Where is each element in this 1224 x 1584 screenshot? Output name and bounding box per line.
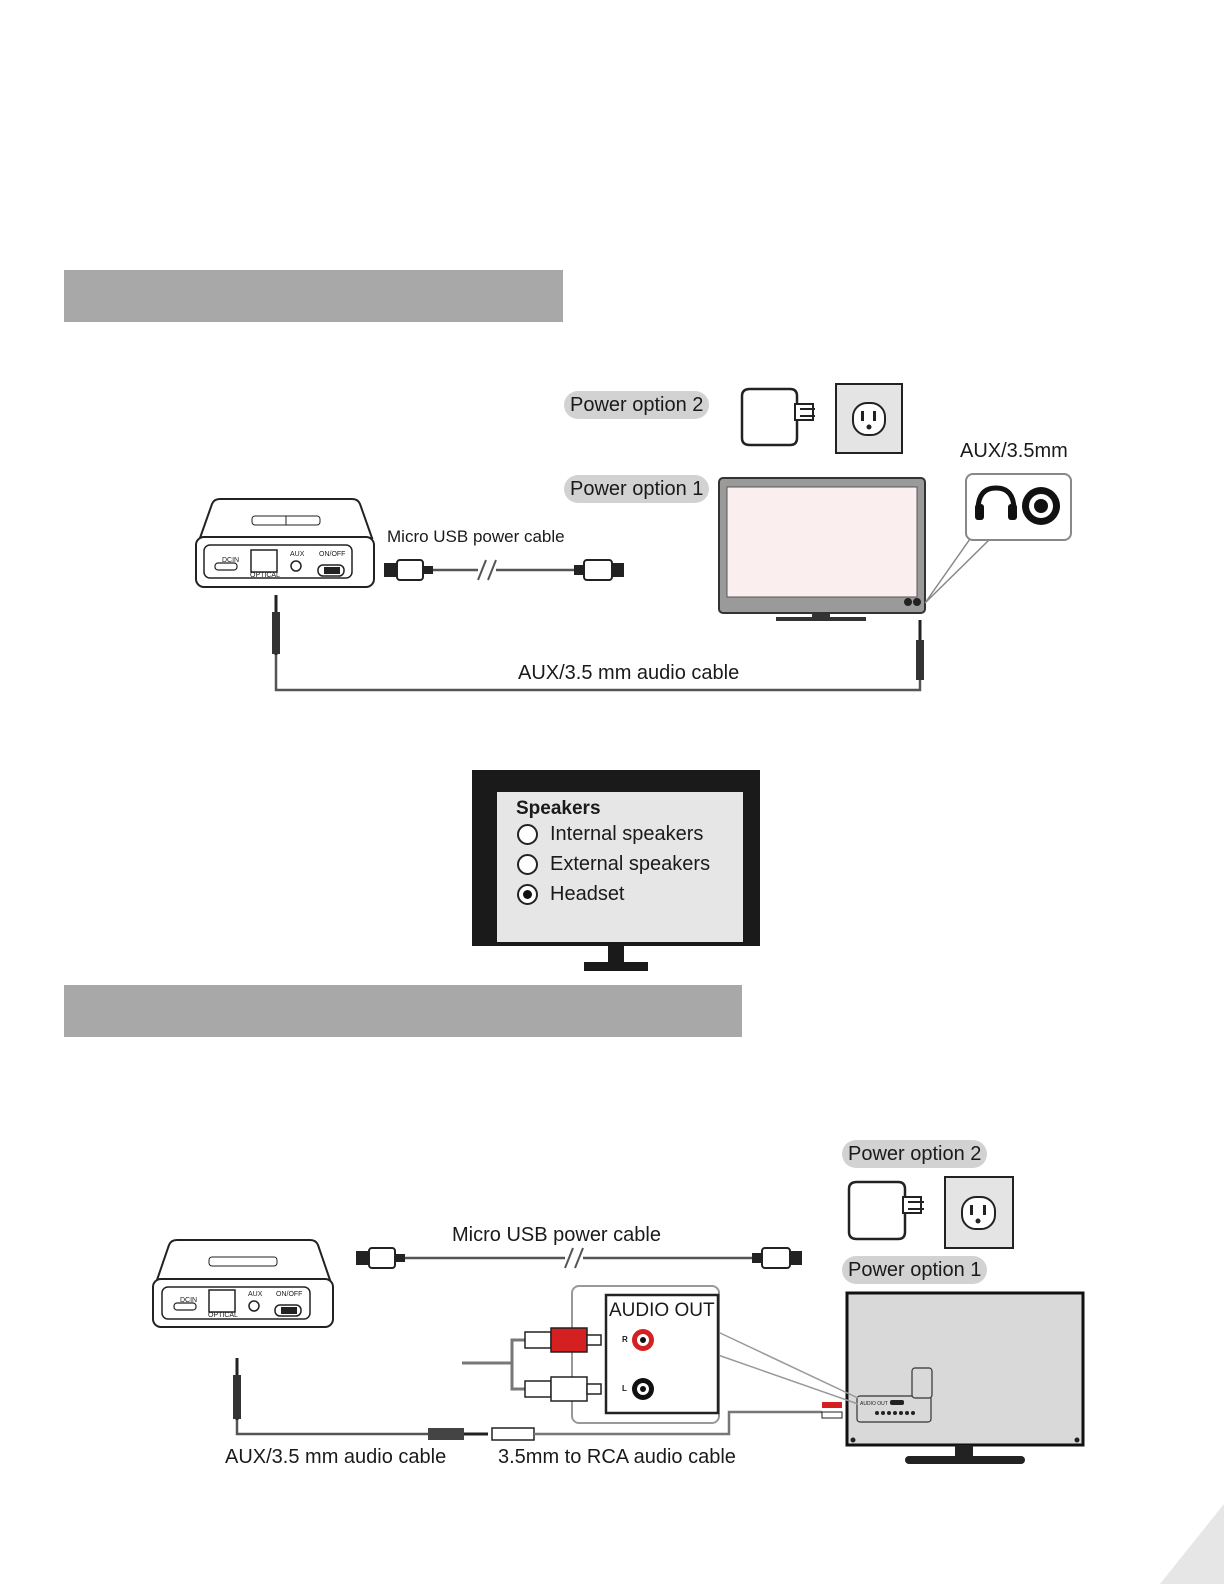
wall-outlet-icon-2 — [944, 1176, 1014, 1249]
rca-plug-white — [510, 1363, 602, 1402]
speaker-option-internal[interactable]: Internal speakers — [517, 823, 703, 846]
audio-out-label: AUDIO OUT — [609, 1300, 715, 1321]
wall-outlet-icon — [835, 383, 903, 454]
aux-audio-cable-2 — [233, 1358, 488, 1440]
usb-cable-label-2: Micro USB power cable — [452, 1224, 661, 1246]
transmitter-device — [195, 498, 375, 588]
rca-audio-cable — [491, 1402, 843, 1441]
aux-cable-label-2: AUX/3.5 mm audio cable — [225, 1446, 447, 1468]
port-aux-label-2: AUX — [248, 1291, 263, 1298]
switch-label: ON/OFF — [319, 551, 346, 558]
port-dcin-label: DCIN — [222, 557, 240, 564]
micro-usb-cable — [384, 559, 624, 581]
transmitter-device-2 — [152, 1239, 334, 1328]
aux-audio-cable — [272, 595, 924, 692]
radio-button[interactable] — [517, 824, 538, 845]
tv-audio-out-panel-label: AUDIO OUT — [860, 1401, 888, 1407]
power-option-1-label-2: Power option 1 — [842, 1256, 988, 1284]
speaker-icon — [1022, 487, 1060, 525]
section-header-bar-1 — [64, 270, 563, 322]
page-corner — [1160, 1504, 1224, 1584]
speakers-menu-title: Speakers — [516, 798, 601, 819]
power-option-2-label-2: Power option 2 — [842, 1140, 988, 1168]
speaker-option-headset[interactable]: Headset — [517, 883, 625, 906]
port-aux-label: AUX — [290, 551, 305, 558]
left-channel-label: L — [622, 1384, 627, 1393]
section-header-bar-2 — [64, 985, 742, 1037]
tv-icon — [718, 477, 926, 621]
radio-button-selected[interactable] — [517, 884, 538, 905]
port-optical-label-2: OPTICAL — [208, 1312, 238, 1319]
speaker-option-external[interactable]: External speakers — [517, 853, 710, 876]
speakers-menu: Speakers Internal speakers External spea… — [497, 792, 743, 942]
audio-cable-label: AUX/3.5 mm audio cable — [518, 662, 740, 684]
usb-cable-label: Micro USB power cable — [387, 527, 565, 546]
right-channel-label: R — [622, 1335, 628, 1344]
headphones-icon — [975, 485, 1017, 520]
micro-usb-cable-2 — [356, 1247, 802, 1269]
rca-cable-label: 3.5mm to RCA audio cable — [498, 1446, 736, 1468]
tv-icon-2 — [845, 1291, 1085, 1464]
option-label: External speakers — [550, 853, 711, 875]
power-option-1-label: Power option 1 — [564, 475, 710, 503]
aux-port-label: AUX/3.5mm — [960, 440, 1068, 462]
rca-plug-red — [462, 1327, 602, 1365]
option-label: Headset — [550, 883, 625, 905]
power-option-2-label: Power option 2 — [564, 391, 710, 419]
port-dcin-label-2: DCIN — [180, 1297, 198, 1304]
rca-jack-left-icon — [632, 1378, 654, 1400]
option-label: Internal speakers — [550, 823, 704, 845]
wall-adapter-icon-2 — [847, 1180, 924, 1241]
switch-label-2: ON/OFF — [276, 1291, 303, 1298]
port-optical-label: OPTICAL — [250, 572, 280, 579]
wall-adapter-icon — [740, 387, 815, 447]
rca-jack-right-icon — [632, 1329, 654, 1351]
radio-button[interactable] — [517, 854, 538, 875]
